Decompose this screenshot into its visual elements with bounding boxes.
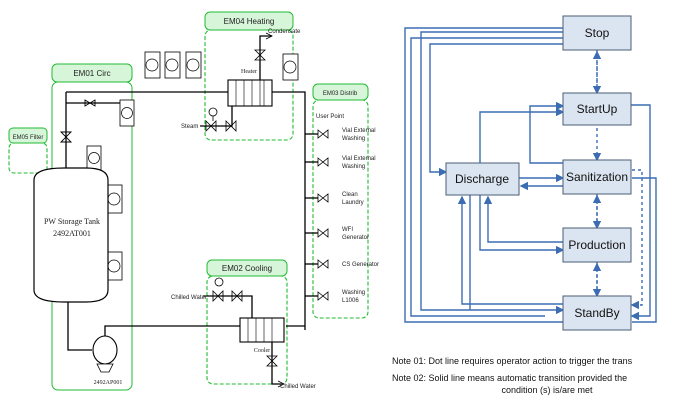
user-point-valve-icon xyxy=(317,129,329,139)
user-point-row: CS Generator xyxy=(305,259,379,269)
chilled-water-out-label: Chilled Water xyxy=(280,384,316,390)
user-point-name-line2: Washing xyxy=(342,164,365,170)
em02-label: EM02 Cooling xyxy=(222,264,272,273)
em01-label: EM01 Circ xyxy=(73,69,110,78)
user-point-name: Vial External xyxy=(342,156,376,162)
user-point-name-line2: Laundry xyxy=(342,200,364,206)
user-point-name-line2: Generator xyxy=(342,235,369,241)
user-point-name: WFI xyxy=(342,227,353,233)
user-point-label: User Point xyxy=(316,114,344,120)
state-sanitization-label: Sanitization xyxy=(566,170,628,184)
user-point-valve-icon xyxy=(317,291,329,301)
user-point-name: Clean xyxy=(342,192,358,198)
em01-circ-module: EM01 Circ xyxy=(51,63,133,391)
state-production-label: Production xyxy=(568,238,625,252)
user-point-valve-icon xyxy=(317,157,329,167)
note-01: Note 01: Dot line requires operator acti… xyxy=(392,356,633,366)
state-standby: StandBy xyxy=(562,295,632,331)
state-sanitization: Sanitization xyxy=(562,159,632,195)
heater: Heater xyxy=(227,69,273,107)
em02-cooling-module: EM02 Cooling xyxy=(206,259,288,385)
user-point-name: Vial External xyxy=(342,128,376,134)
state-standby-label: StandBy xyxy=(574,306,619,320)
condensate-label: Condensate xyxy=(268,29,301,35)
user-point-name: CS Generator xyxy=(342,262,379,268)
heater-label: Heater xyxy=(241,69,257,75)
em04-label: EM04 Heating xyxy=(224,17,275,26)
em03-label: EM03 Distrib xyxy=(323,91,358,97)
em03-distrib-module: EM03 Distrib xyxy=(312,83,369,319)
pump-id: 2492AP001 xyxy=(94,380,123,386)
instrument-group-top xyxy=(86,51,299,281)
note-02: Note 02: Solid line means automatic tran… xyxy=(392,373,627,383)
tank-id: 2492AT001 xyxy=(53,229,91,238)
pw-storage-tank: PW Storage Tank 2492AT001 xyxy=(33,167,109,303)
state-stop-label: Stop xyxy=(585,26,610,40)
user-point-name: Washing xyxy=(342,290,365,296)
state-discharge: Discharge xyxy=(445,162,520,196)
tank-name: PW Storage Tank xyxy=(44,217,100,226)
user-point-name-line2: L1006 xyxy=(342,298,359,304)
cooler-label: Cooler xyxy=(254,348,270,354)
state-discharge-label: Discharge xyxy=(455,172,509,186)
user-point-valve-icon xyxy=(317,193,329,203)
user-point-valve-icon xyxy=(317,228,329,238)
chilled-water-in-label: Chilled Water xyxy=(171,295,207,301)
state-stop: Stop xyxy=(562,15,632,51)
em05-label: EM05 Filter xyxy=(13,135,44,141)
state-diagram: Stop StartUp Discharge Sanitization Prod… xyxy=(392,15,657,395)
cooler: Cooler xyxy=(239,317,285,354)
user-point-name-line2: Washing xyxy=(342,136,365,142)
pump: 2492AP001 xyxy=(92,335,123,386)
user-point-valve-icon xyxy=(317,259,329,269)
state-startup: StartUp xyxy=(562,92,632,126)
steam-label: Steam xyxy=(181,124,198,130)
em04-heating-module: EM04 Heating xyxy=(204,11,294,141)
state-production: Production xyxy=(562,227,632,263)
pid-diagram: EM04 Heating EM01 Circ EM03 Distrib EM05… xyxy=(8,11,379,391)
user-point-row: WFI Generator xyxy=(305,227,369,241)
note-02-cont: condition (s) is/are met xyxy=(501,385,593,395)
em05-filter-module: EM05 Filter xyxy=(8,127,48,174)
state-startup-label: StartUp xyxy=(577,102,618,116)
